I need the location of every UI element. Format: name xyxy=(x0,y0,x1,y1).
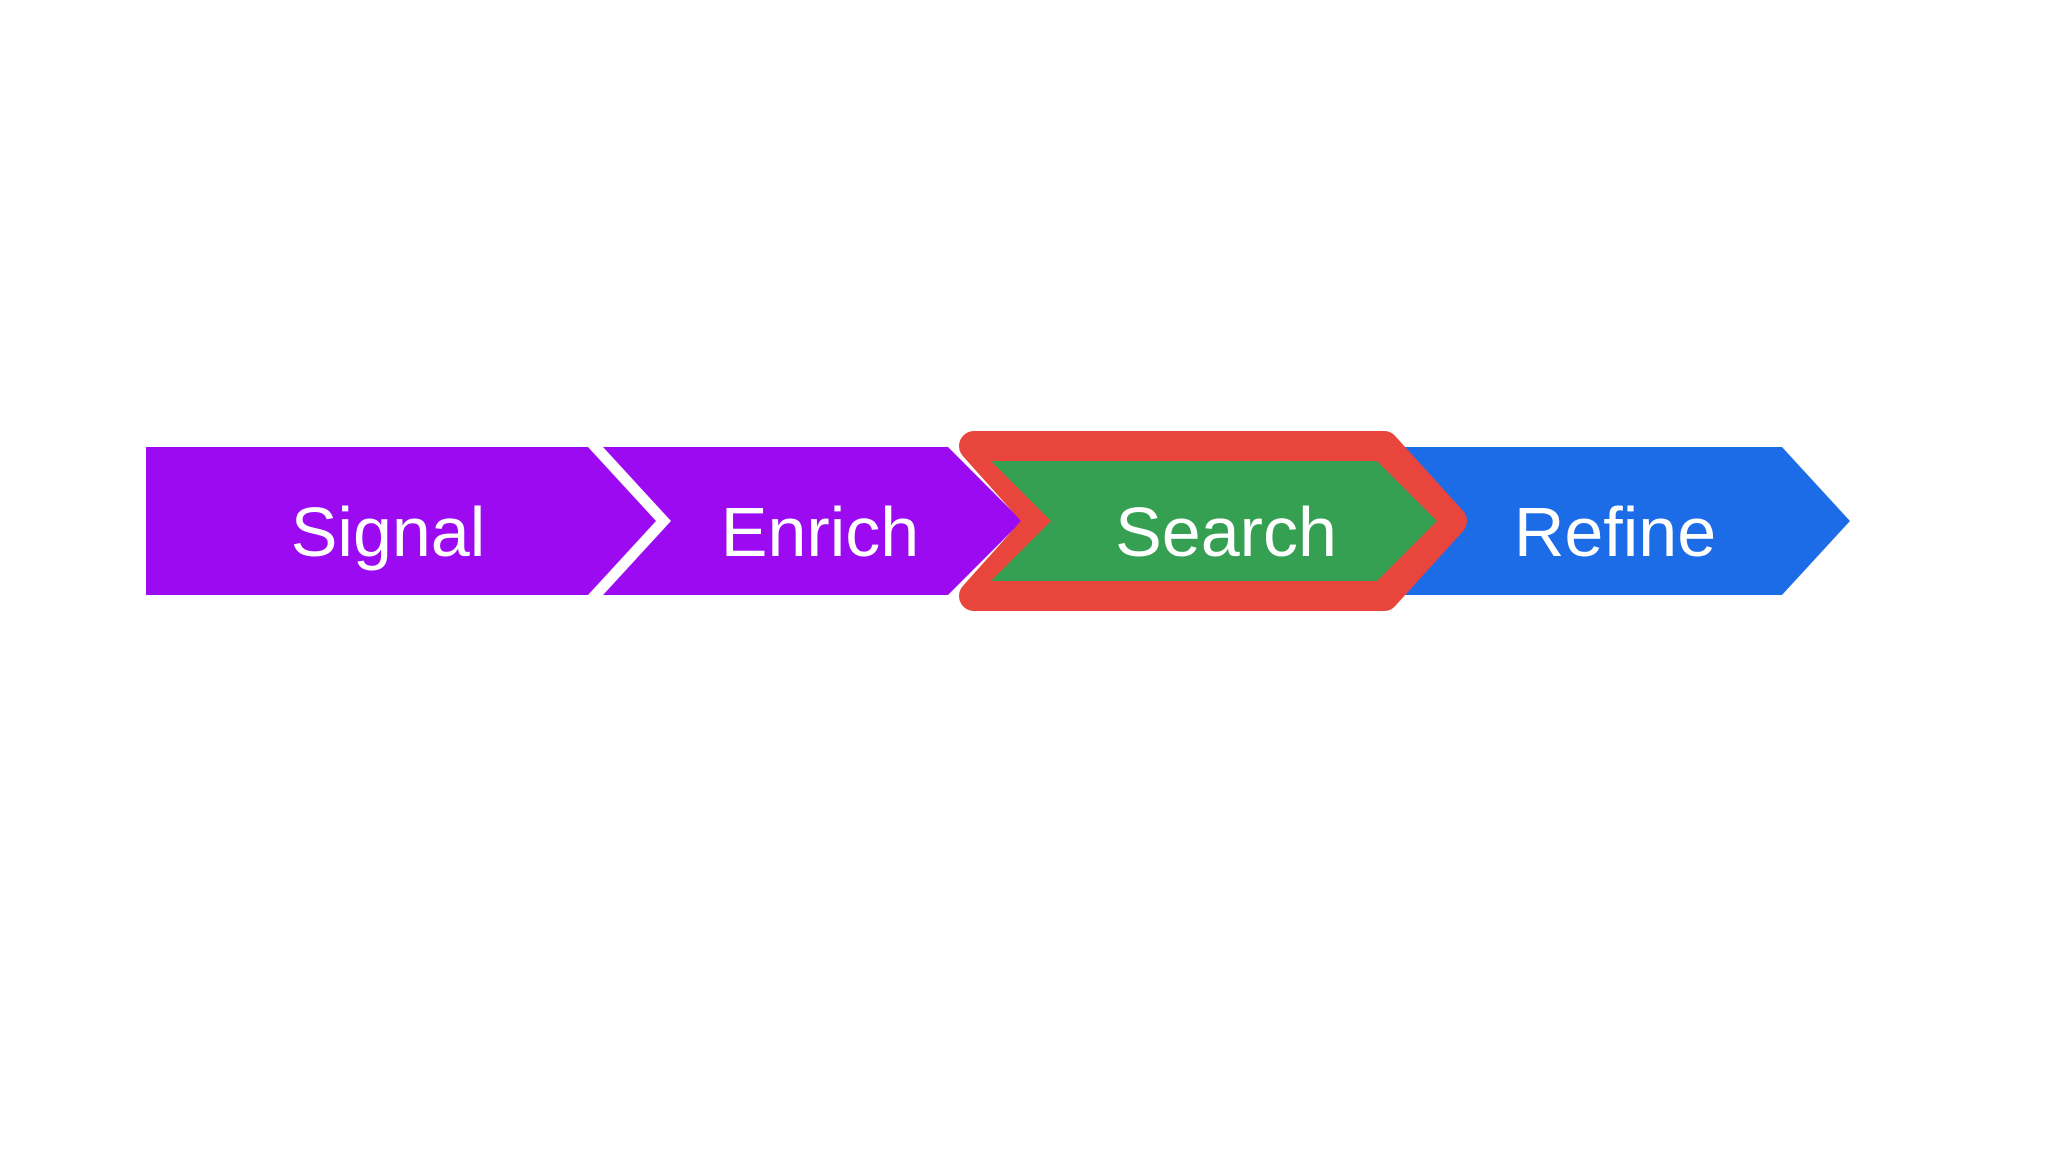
stage-label-signal: Signal xyxy=(291,493,486,571)
stage-label-enrich: Enrich xyxy=(721,493,919,571)
stage-shape-search xyxy=(991,461,1437,581)
stage-label-search: Search xyxy=(1115,493,1337,571)
stage-label-refine: Refine xyxy=(1514,493,1716,571)
stage-refine: Refine xyxy=(1403,447,1850,595)
stage-shape-enrich xyxy=(603,447,1022,595)
stage-shape-signal xyxy=(146,447,656,595)
stage-search-highlighted: Search xyxy=(959,431,1467,611)
stage-signal: Signal xyxy=(146,447,656,595)
stage-shape-refine xyxy=(1403,447,1850,595)
stage-enrich: Enrich xyxy=(603,447,1022,595)
